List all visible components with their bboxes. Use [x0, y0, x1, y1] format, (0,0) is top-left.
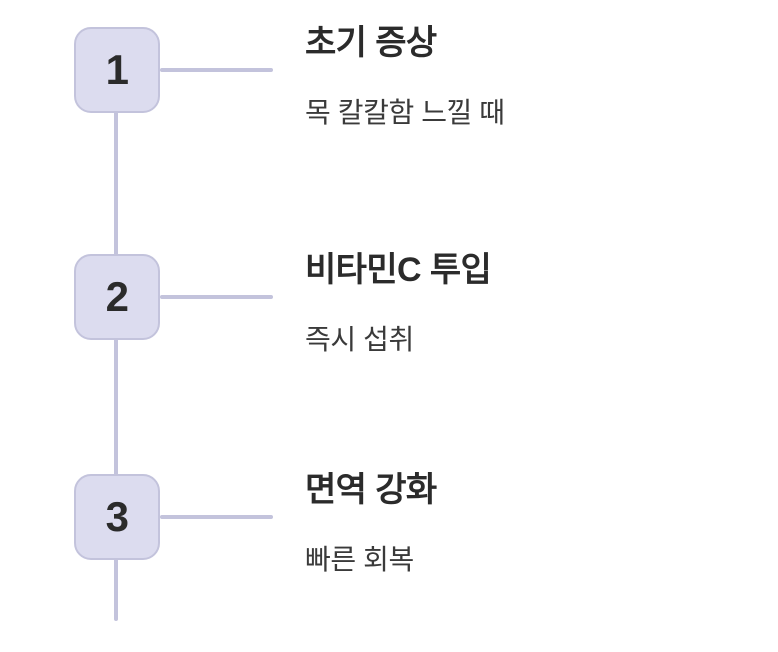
step-text-block-2: 비타민C 투입 즉시 섭취	[305, 249, 765, 358]
step-number-label-3: 3	[105, 493, 129, 540]
step-subtitle-2: 즉시 섭취	[305, 323, 414, 355]
step-title-1: 초기 증상	[305, 24, 437, 62]
step-number-badge-1[interactable]: 1	[74, 27, 160, 113]
step-title-3: 면역 강화	[305, 471, 437, 509]
timeline-spine-line	[114, 70, 118, 621]
step-number-badge-2[interactable]: 2	[74, 254, 160, 340]
step-subtitle-1: 목 칼칼함 느낄 때	[305, 96, 505, 128]
step-number-label-1: 1	[105, 46, 129, 93]
step-text-block-1: 초기 증상 목 칼칼함 느낄 때	[305, 22, 765, 131]
step-connector-line-2	[160, 295, 273, 299]
step-number-badge-3[interactable]: 3	[74, 474, 160, 560]
step-connector-line-3	[160, 515, 273, 519]
step-connector-line-1	[160, 68, 273, 72]
step-title-2: 비타민C 투입	[305, 251, 492, 289]
step-number-label-2: 2	[105, 273, 129, 320]
step-subtitle-3: 빠른 회복	[305, 543, 414, 575]
step-text-block-3: 면역 강화 빠른 회복	[305, 469, 765, 578]
